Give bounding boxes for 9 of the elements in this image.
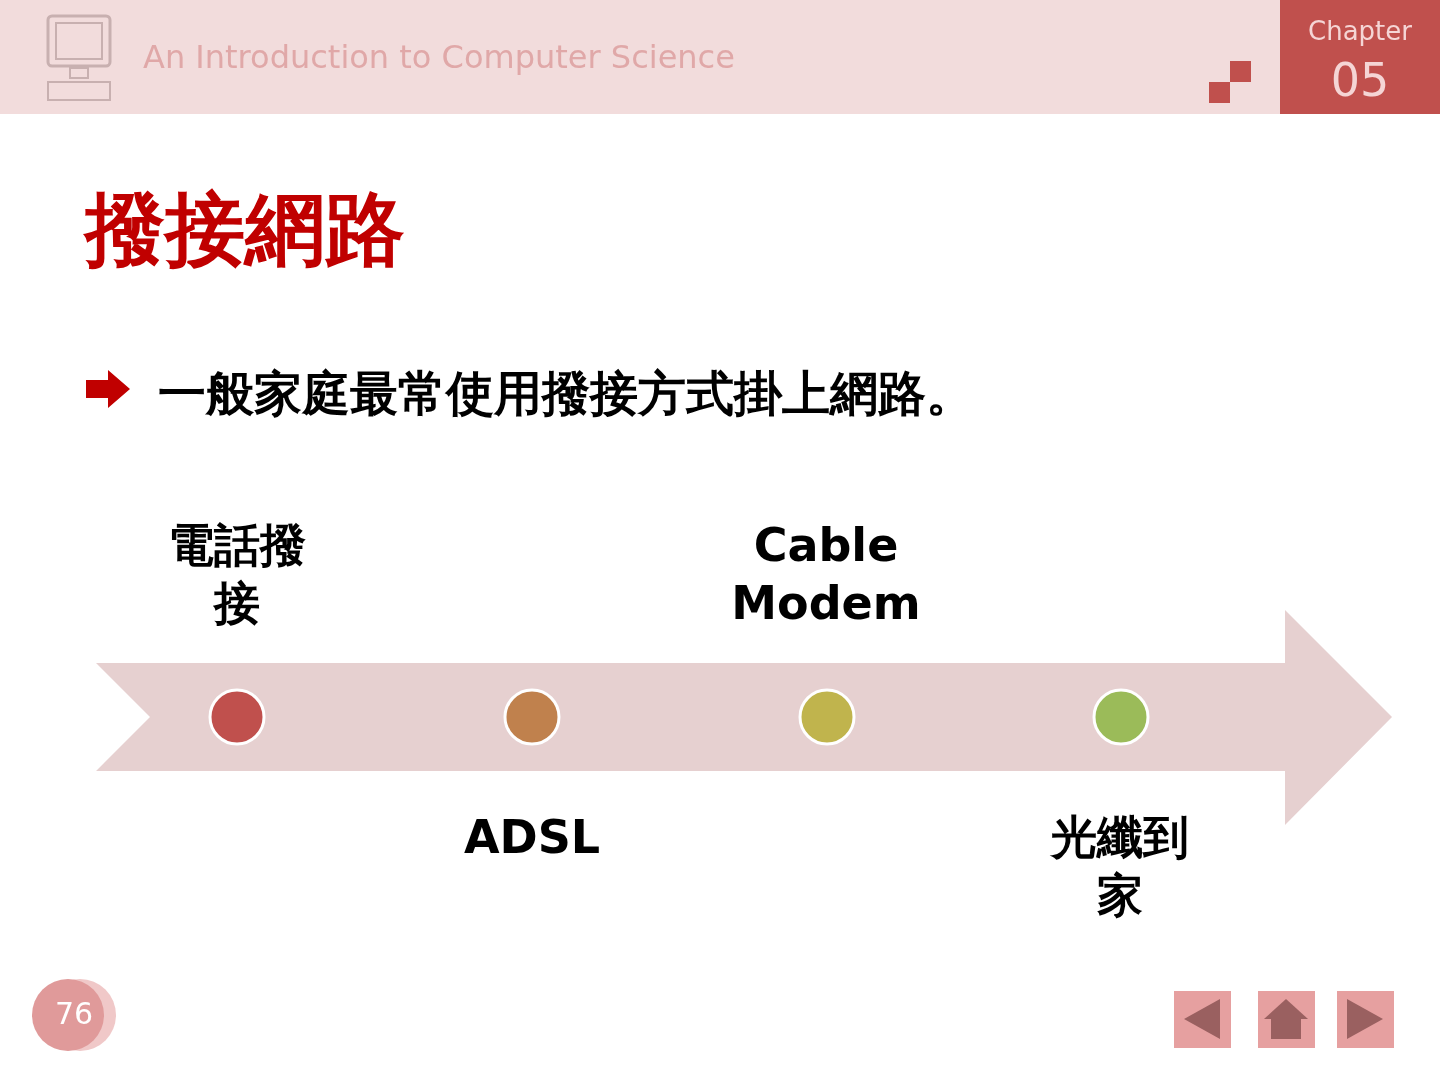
bullet-text: 一般家庭最常使用撥接方式掛上網路。 <box>158 364 974 423</box>
page-number: 76 <box>53 996 95 1031</box>
slide-title: 撥接網路 <box>85 182 405 278</box>
timeline-label: ADSL <box>462 809 602 866</box>
chapter-label: Chapter <box>1307 16 1413 46</box>
timeline-label: 電話撥接 <box>167 517 307 632</box>
timeline-label: 光纖到家 <box>1049 809 1190 924</box>
timeline-label: Cable Modem <box>730 517 922 632</box>
chapter-number: 05 <box>1329 52 1391 108</box>
